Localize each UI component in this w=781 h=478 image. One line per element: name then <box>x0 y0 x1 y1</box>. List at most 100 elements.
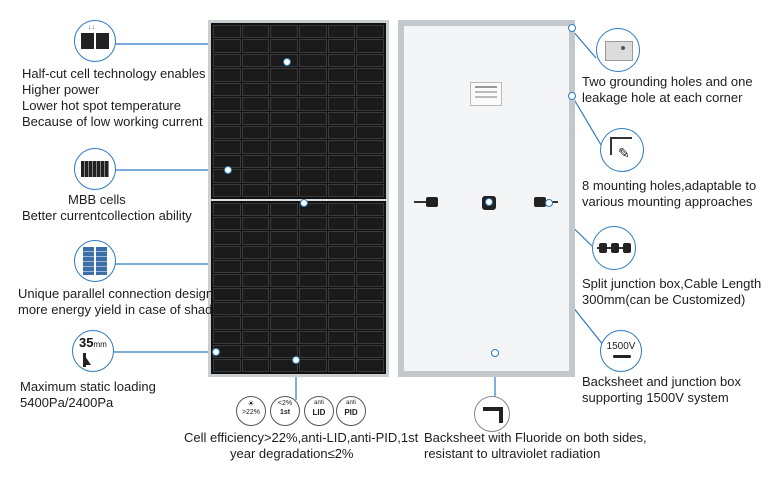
solar-cell <box>327 111 356 125</box>
solar-cell <box>270 330 298 344</box>
marker-backsheet <box>491 349 499 357</box>
solar-cell <box>241 154 270 169</box>
feature-line: Backsheet with Fluoride on both sides, <box>424 430 647 445</box>
cell-grid-top <box>213 25 384 197</box>
solar-cell <box>270 68 298 82</box>
solar-cell <box>241 97 270 111</box>
solar-cell <box>241 125 270 140</box>
solar-cell <box>241 358 270 372</box>
solar-cell <box>298 154 327 169</box>
solar-cell <box>213 302 241 316</box>
solar-cell <box>327 316 356 330</box>
solar-cell <box>270 288 298 302</box>
solar-cell <box>298 358 327 372</box>
feature-line: various mounting approaches <box>582 194 753 209</box>
mbb-description: MBB cells Better currentcollection abili… <box>22 192 192 224</box>
solar-cell <box>213 288 241 302</box>
half-cut-cell-icon: ↓↓ <box>74 20 116 62</box>
solar-cell <box>298 39 327 53</box>
solar-cell <box>213 68 241 82</box>
feature-line: Higher power <box>22 82 100 97</box>
pid-badge-label: PID <box>344 408 358 417</box>
solar-cell <box>241 344 270 358</box>
solar-cell <box>241 330 270 344</box>
solar-cell <box>356 53 384 68</box>
solar-cell <box>213 316 241 330</box>
solar-cell <box>241 39 270 53</box>
feature-line: MBB cells <box>68 192 126 207</box>
degradation-badge-icon: <2% 1st <box>270 396 300 426</box>
solar-cell <box>298 288 327 302</box>
solar-cell <box>298 111 327 125</box>
solar-cell <box>298 245 327 259</box>
solar-cell <box>356 82 384 97</box>
solar-cell <box>298 53 327 68</box>
marker-mbb <box>224 166 232 174</box>
solar-cell <box>213 125 241 140</box>
solar-cell <box>327 245 356 259</box>
solar-cell <box>327 183 356 197</box>
solar-cell <box>356 154 384 169</box>
solar-cell <box>213 273 241 287</box>
nameplate-label <box>470 82 502 106</box>
solar-cell <box>270 183 298 197</box>
solar-cell <box>356 125 384 140</box>
solar-cell <box>270 203 298 217</box>
solar-cell <box>356 302 384 316</box>
solar-cell <box>241 259 270 273</box>
solar-cell <box>241 231 270 245</box>
feature-line: Backsheet and junction box <box>582 374 741 389</box>
solar-cell <box>356 245 384 259</box>
feature-line: Better currentcollection ability <box>22 208 192 223</box>
solar-cell <box>327 39 356 53</box>
solar-cell <box>270 140 298 154</box>
lid-badge-top: anti <box>314 400 324 406</box>
solar-cell <box>241 111 270 125</box>
solar-cell <box>298 140 327 154</box>
solar-cell <box>356 183 384 197</box>
feature-line: Unique parallel connection design <box>18 286 214 301</box>
feature-line: Because of low working current <box>22 114 203 129</box>
solar-cell <box>270 259 298 273</box>
solar-cell <box>270 245 298 259</box>
feature-line: 5400Pa/2400Pa <box>20 395 114 410</box>
solar-cell <box>327 330 356 344</box>
voltage-value: 1500V <box>606 341 636 352</box>
marker-mounting <box>568 92 576 100</box>
solar-cell <box>356 259 384 273</box>
solar-cell <box>213 259 241 273</box>
solar-cell <box>298 82 327 97</box>
solar-cell <box>298 344 327 358</box>
solar-cell <box>356 97 384 111</box>
degradation-badge-text: <2% <box>277 400 293 407</box>
feature-line: Two grounding holes and one <box>582 74 753 89</box>
solar-cell <box>356 344 384 358</box>
solar-cell <box>270 154 298 169</box>
solar-cell <box>213 111 241 125</box>
solar-cell <box>327 231 356 245</box>
solar-cell <box>298 125 327 140</box>
solar-cell <box>270 169 298 183</box>
anti-lid-badge-icon: anti LID <box>304 396 334 426</box>
solar-cell <box>241 140 270 154</box>
solar-cell <box>327 217 356 231</box>
solar-cell <box>327 302 356 316</box>
half-cut-description: Half-cut cell technology enables Higher … <box>22 66 206 130</box>
feature-line: 300mm(can be Customized) <box>582 292 746 307</box>
solar-cell <box>298 217 327 231</box>
efficiency-description: Cell efficiency>22%,anti-LID,anti-PID,1s… <box>184 430 418 462</box>
connector-mounting <box>571 95 605 151</box>
solar-cell <box>270 111 298 125</box>
solar-cell <box>241 169 270 183</box>
solar-cell <box>356 217 384 231</box>
solar-cell <box>356 288 384 302</box>
solar-cell <box>213 82 241 97</box>
solar-cell <box>298 316 327 330</box>
panel-front <box>208 20 389 377</box>
solar-cell <box>356 140 384 154</box>
solar-cell <box>270 358 298 372</box>
marker-grounding <box>568 24 576 32</box>
solar-cell <box>327 154 356 169</box>
feature-line: Lower hot spot temperature <box>22 98 181 113</box>
feature-line: more energy yield in case of shading <box>18 302 230 317</box>
